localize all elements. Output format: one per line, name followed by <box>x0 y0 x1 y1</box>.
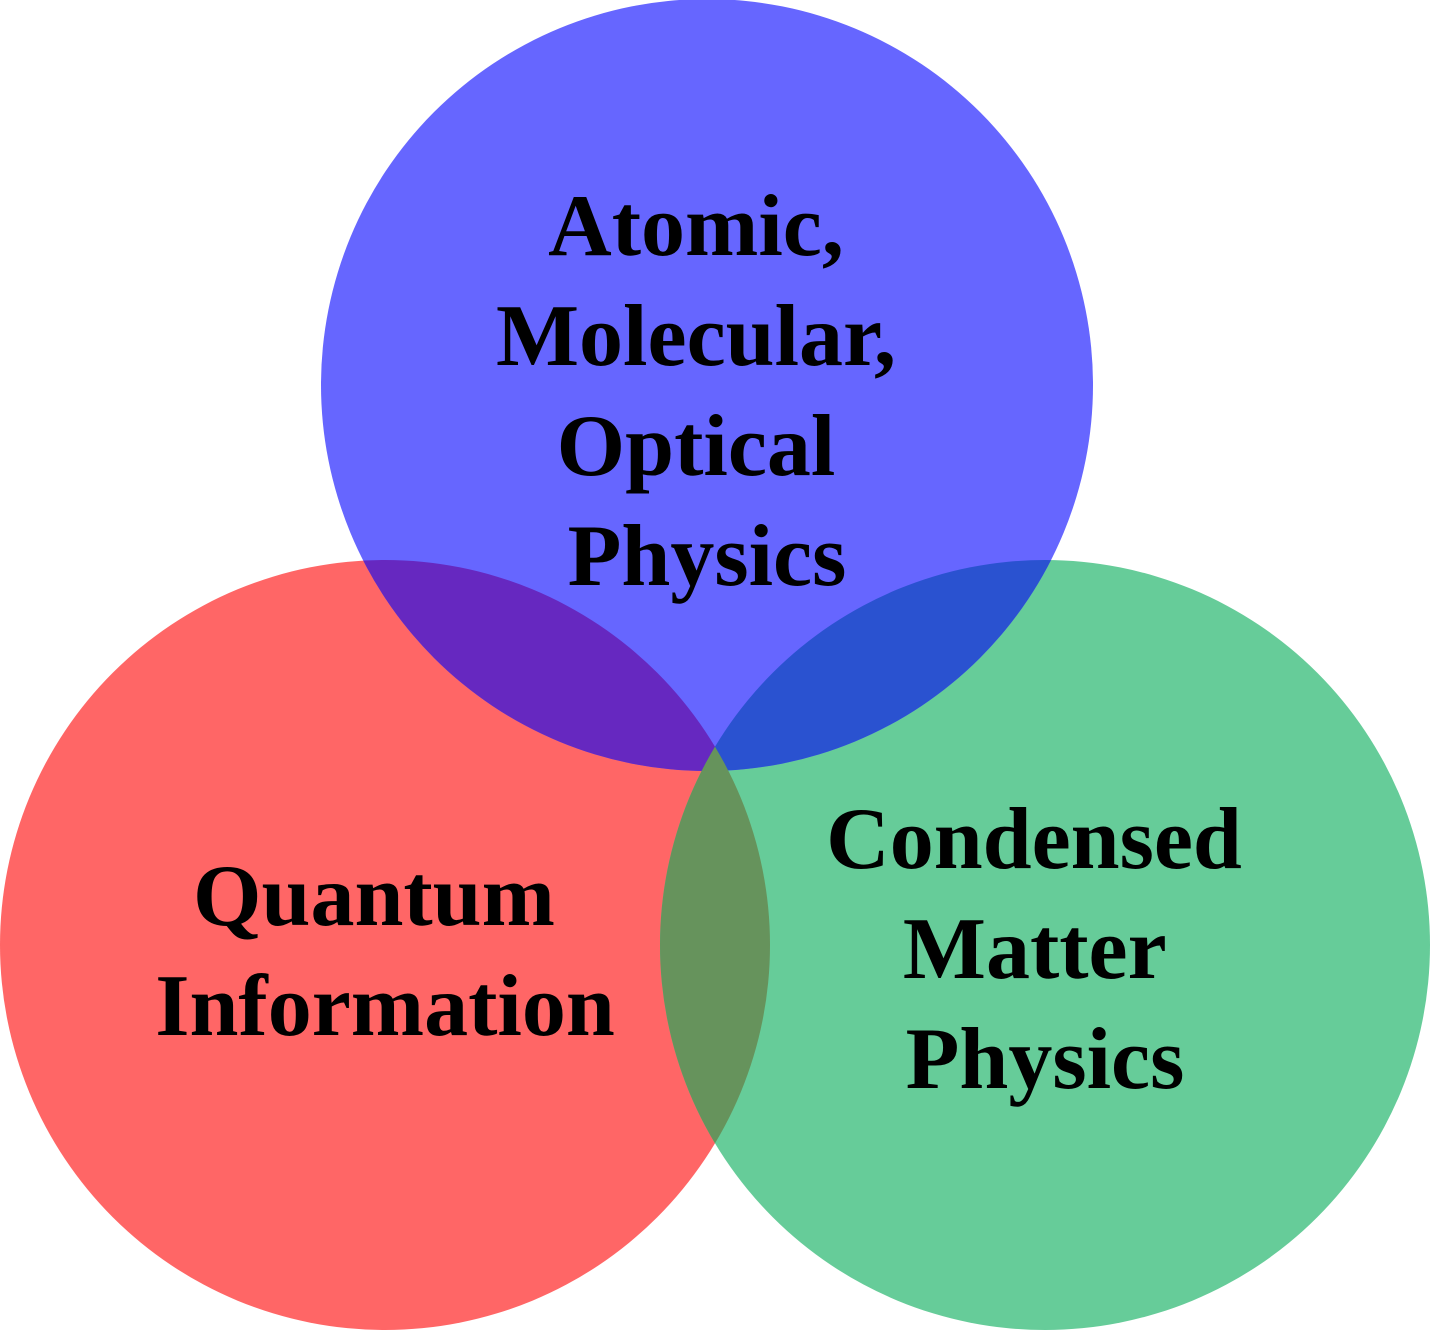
label-quantum-line-1: Quantum <box>193 848 555 945</box>
label-condensed-line-2: Matter <box>903 901 1166 998</box>
circle-condensed-matter <box>660 560 1430 1330</box>
label-amo-line-4: Physics <box>568 508 847 605</box>
label-condensed-line-3: Physics <box>906 1011 1185 1108</box>
label-condensed-line-1: Condensed <box>826 791 1242 888</box>
circle-atomic-molecular-optical <box>321 0 1093 771</box>
label-condensed-matter: Condensed Matter Physics <box>826 791 1264 1108</box>
circle-quantum-information <box>0 560 770 1330</box>
label-quantum-line-2: Information <box>155 958 615 1055</box>
label-amo-line-1: Atomic, <box>548 178 844 275</box>
label-quantum-information: Quantum Information <box>155 848 615 1055</box>
label-amo-line-3: Optical <box>557 398 836 495</box>
label-amo-line-2: Molecular, <box>496 288 896 385</box>
label-amo: Atomic, Molecular, Optical Physics <box>496 178 918 605</box>
